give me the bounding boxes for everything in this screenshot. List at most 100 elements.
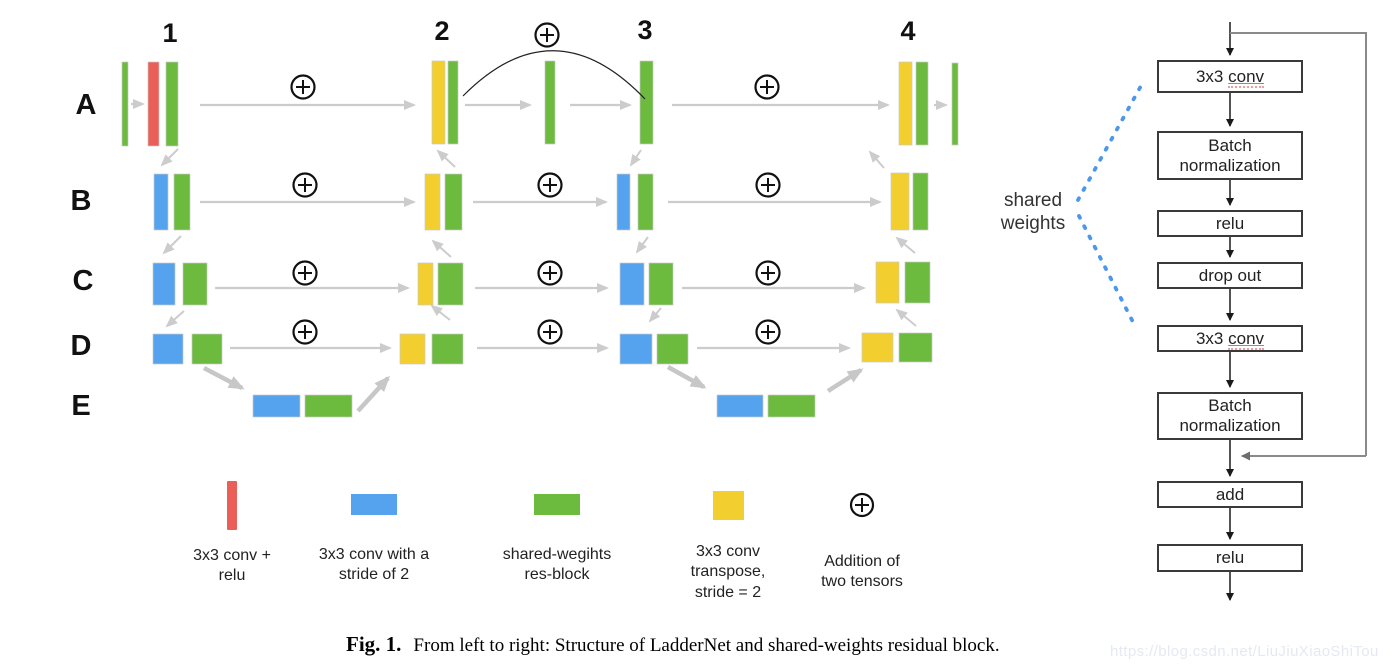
conv-transpose-block bbox=[875, 261, 900, 304]
row-e-blocks bbox=[252, 394, 816, 418]
column-header-3: 3 bbox=[637, 15, 653, 45]
node-text: 3x3 bbox=[1195, 328, 1229, 348]
downsample-arrow bbox=[162, 235, 182, 255]
res-block bbox=[447, 60, 459, 145]
res-block bbox=[898, 332, 933, 363]
row-label-c: C bbox=[72, 265, 94, 297]
caption-text: From left to right: Structure of LadderN… bbox=[413, 635, 1000, 656]
strided-conv-block bbox=[252, 394, 301, 418]
row-label-b: B bbox=[70, 185, 92, 217]
row-label-a: A bbox=[75, 89, 97, 121]
node-text: relu bbox=[1215, 548, 1245, 568]
addition-icon bbox=[292, 260, 318, 286]
red-bar-swatch bbox=[227, 481, 237, 530]
downsample-arrow bbox=[160, 148, 179, 167]
row-label-e: E bbox=[71, 390, 91, 422]
conv-transpose-block bbox=[399, 333, 426, 365]
flowchart-node-add: add bbox=[1157, 481, 1303, 508]
downsample-arrow bbox=[629, 149, 642, 167]
addition-icon bbox=[755, 319, 781, 345]
upsample-arrow bbox=[431, 239, 452, 258]
addition-icon bbox=[537, 172, 563, 198]
upsample-arrow bbox=[895, 236, 916, 254]
res-block bbox=[648, 262, 674, 306]
strided-conv-block bbox=[152, 333, 184, 365]
res-block bbox=[182, 262, 208, 306]
watermark-url: https://blog.csdn.net/LiuJiuXiaoShiTou bbox=[1110, 643, 1379, 660]
strided-conv-block bbox=[619, 333, 653, 365]
strided-conv-block bbox=[152, 262, 176, 306]
upsample-arrow bbox=[868, 150, 885, 169]
conv-transpose-block bbox=[861, 332, 894, 363]
node-text: drop out bbox=[1198, 265, 1262, 285]
node-text: Batch normalization bbox=[1179, 396, 1281, 435]
conv-transpose-block bbox=[898, 61, 913, 146]
res-block bbox=[191, 333, 223, 365]
upsample-arrow bbox=[430, 304, 451, 321]
node-text-underlined: conv bbox=[1228, 328, 1265, 350]
addition-icon bbox=[754, 74, 780, 100]
figure-caption: Fig. 1.From left to right: Structure of … bbox=[346, 632, 1126, 657]
res-block bbox=[904, 261, 931, 304]
yellow-square-swatch bbox=[712, 491, 744, 520]
conv-relu-block bbox=[147, 61, 160, 147]
res-block bbox=[437, 262, 464, 306]
column-header-2: 2 bbox=[434, 16, 450, 46]
addition-icon bbox=[537, 260, 563, 286]
addition-icon bbox=[849, 492, 875, 518]
res-block bbox=[173, 173, 191, 231]
legend-item-conv-relu: 3x3 conv + relu bbox=[182, 481, 282, 587]
legend-item-strided-conv: 3x3 conv with a stride of 2 bbox=[313, 494, 435, 586]
row-d-blocks bbox=[152, 332, 933, 365]
res-block bbox=[304, 394, 353, 418]
res-block bbox=[915, 61, 929, 146]
conv-transpose-block bbox=[890, 172, 910, 231]
upsample-arrow bbox=[356, 375, 391, 413]
addition-icon bbox=[534, 22, 560, 48]
res-block bbox=[912, 172, 929, 231]
row-a-blocks bbox=[121, 60, 959, 147]
flowchart-node-batchnorm1: Batch normalization bbox=[1157, 131, 1303, 180]
addition-symbols bbox=[290, 22, 781, 345]
downsample-arrow bbox=[648, 307, 662, 323]
node-text: 3x3 bbox=[1195, 66, 1229, 86]
node-text-underlined: conv bbox=[1228, 66, 1265, 88]
strided-conv-block bbox=[716, 394, 764, 418]
upsample-arrow bbox=[895, 308, 917, 327]
legend-item-conv-transpose: 3x3 conv transpose, stride = 2 bbox=[679, 491, 777, 603]
node-text: add bbox=[1215, 484, 1245, 504]
flowchart-node-conv2: 3x3 conv bbox=[1157, 325, 1303, 352]
res-block bbox=[656, 333, 689, 365]
legend-item-res-block: shared-wegihts res-block bbox=[496, 494, 618, 586]
downsample-arrow bbox=[165, 310, 185, 328]
downsample-arrow bbox=[202, 366, 245, 390]
addition-icon bbox=[755, 172, 781, 198]
upsample-arrow bbox=[436, 149, 456, 168]
addition-icon bbox=[537, 319, 563, 345]
skip-connection-arc bbox=[462, 50, 646, 100]
row-c-blocks bbox=[152, 261, 931, 306]
res-block bbox=[544, 60, 556, 145]
horizontal-arrows bbox=[131, 99, 948, 353]
strided-conv-block bbox=[153, 173, 169, 231]
legend-label: 3x3 conv with a stride of 2 bbox=[318, 546, 430, 584]
blue-rect-swatch bbox=[351, 494, 397, 515]
downsample-arrow bbox=[635, 236, 649, 254]
conv-transpose-block bbox=[431, 60, 446, 145]
node-text: Batch normalization bbox=[1179, 135, 1281, 175]
addition-icon bbox=[290, 74, 316, 100]
conv-transpose-block bbox=[424, 173, 441, 231]
flowchart-node-conv1: 3x3 conv bbox=[1157, 60, 1303, 93]
strided-conv-block bbox=[619, 262, 645, 306]
res-block bbox=[444, 173, 463, 231]
legend-label: 3x3 conv transpose, stride = 2 bbox=[690, 543, 766, 601]
res-block bbox=[165, 61, 179, 147]
node-text: relu bbox=[1215, 213, 1245, 233]
legend-label: shared-wegihts res-block bbox=[502, 546, 612, 584]
res-block bbox=[637, 173, 654, 231]
input-feature-bar bbox=[121, 61, 129, 147]
column-header-1: 1 bbox=[162, 18, 178, 48]
dashed-pointer-line bbox=[1077, 214, 1138, 330]
upsample-arrow bbox=[826, 368, 864, 393]
